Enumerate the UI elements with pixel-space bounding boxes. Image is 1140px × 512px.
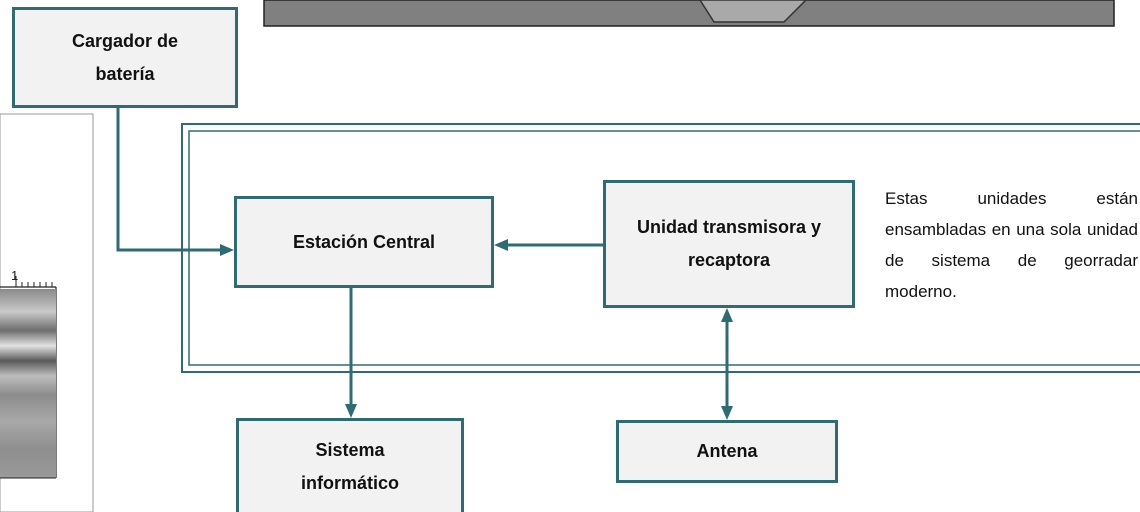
cargador-label: Cargador de batería xyxy=(71,30,179,84)
arrowhead-estacion-left xyxy=(220,244,234,256)
top-device-image xyxy=(263,0,1115,27)
sistema-box: Sistema informático xyxy=(236,418,464,512)
scale-ticks xyxy=(15,276,53,287)
unidad-box: Unidad transmisora y recaptora xyxy=(603,180,855,308)
antena-box: Antena xyxy=(616,420,838,483)
arrow-cargador-to-estacion xyxy=(116,108,222,252)
group-frame xyxy=(181,123,1140,373)
note-label: Estas unidades están ensambladas en una … xyxy=(885,189,1138,301)
cargador-box: Cargador de batería xyxy=(12,7,238,108)
note-text: Estas unidades están ensambladas en una … xyxy=(885,183,1138,307)
estacion-central-label: Estación Central xyxy=(292,231,436,252)
arrowhead-antena-down xyxy=(721,406,733,420)
arrowhead-sistema xyxy=(345,404,357,418)
antena-label: Antena xyxy=(696,441,758,461)
connectors xyxy=(116,108,733,420)
scale-tick-label: 1 xyxy=(11,268,18,283)
radargram-image: 1 xyxy=(0,113,94,512)
arrowhead-estacion-right xyxy=(494,239,508,251)
radargram-bands xyxy=(0,289,56,478)
estacion-central-box: Estación Central xyxy=(234,196,494,288)
sistema-label: Sistema informático xyxy=(300,439,399,493)
unidad-label: Unidad transmisora y recaptora xyxy=(636,217,822,270)
arrowhead-unidad-up xyxy=(721,308,733,322)
